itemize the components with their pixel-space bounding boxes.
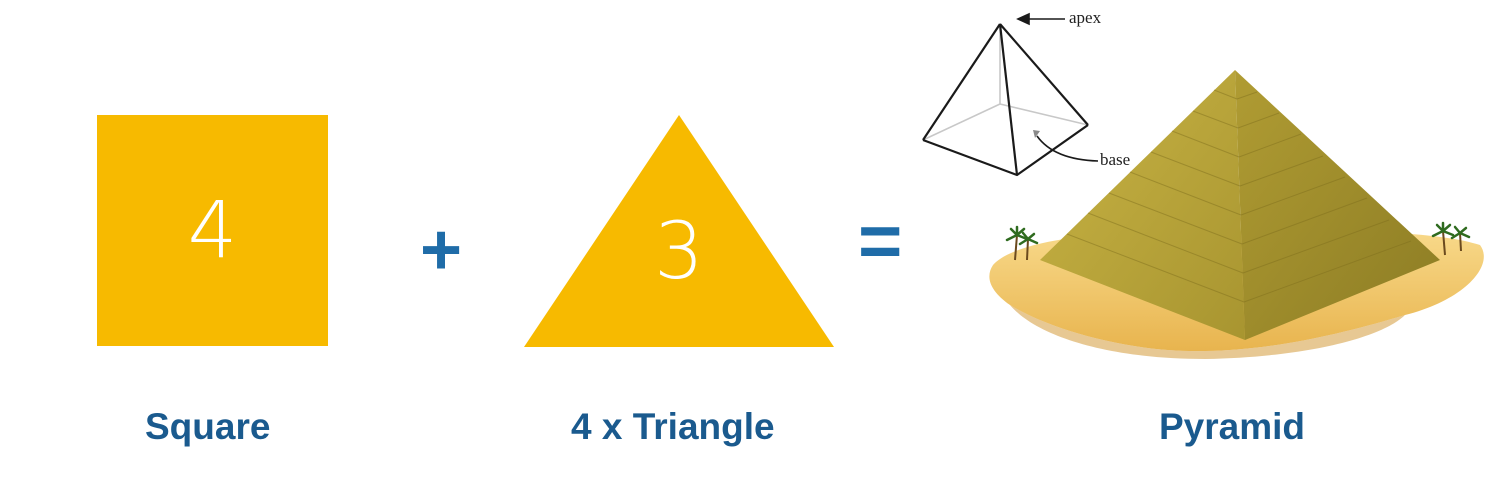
triangle-graphic	[524, 115, 834, 347]
wireframe-pyramid-diagram	[922, 12, 1099, 177]
pyramid-caption: Pyramid	[1159, 406, 1306, 447]
apex-label: apex	[1069, 8, 1102, 27]
square-shape: 4	[97, 115, 328, 346]
palm-trees-right	[1431, 221, 1471, 256]
square-caption: Square	[145, 406, 271, 447]
triangle-shape: 3	[524, 115, 834, 347]
triangle-caption: 4 x Triangle	[571, 406, 775, 447]
equals-sign: =	[858, 199, 903, 284]
triangle-number: 3	[654, 207, 704, 297]
base-label: base	[1100, 150, 1131, 169]
palm-trees-left	[1005, 225, 1039, 261]
square-number: 4	[187, 185, 238, 276]
plus-sign: +	[420, 210, 463, 290]
pyramid-illustration	[989, 70, 1484, 359]
